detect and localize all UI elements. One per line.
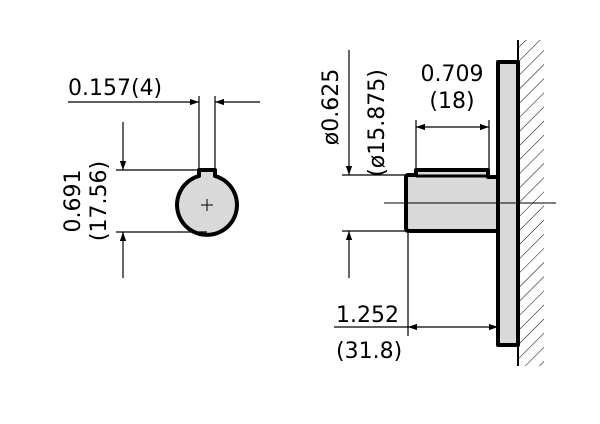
shaft-length-label-in: 1.252 bbox=[336, 303, 399, 328]
diameter-label-mm: (ø15.875) bbox=[365, 69, 390, 177]
shaft-side bbox=[404, 168, 500, 233]
step-length-label-in: 0.709 bbox=[421, 62, 484, 87]
shaft-length-label-mm: (31.8) bbox=[336, 339, 402, 364]
height-label-mm: (17.56) bbox=[87, 161, 112, 241]
side-view: ø0.625 (ø15.875) 0.709 (18) 1.252 (31.8) bbox=[319, 40, 556, 366]
step-length-label-mm: (18) bbox=[429, 89, 474, 114]
diameter-label-in: ø0.625 bbox=[319, 69, 344, 145]
end-view: 0.157(4) 0.691 (17.56) bbox=[61, 76, 260, 278]
height-label-in: 0.691 bbox=[61, 170, 86, 233]
key-width-label: 0.157(4) bbox=[68, 76, 162, 101]
